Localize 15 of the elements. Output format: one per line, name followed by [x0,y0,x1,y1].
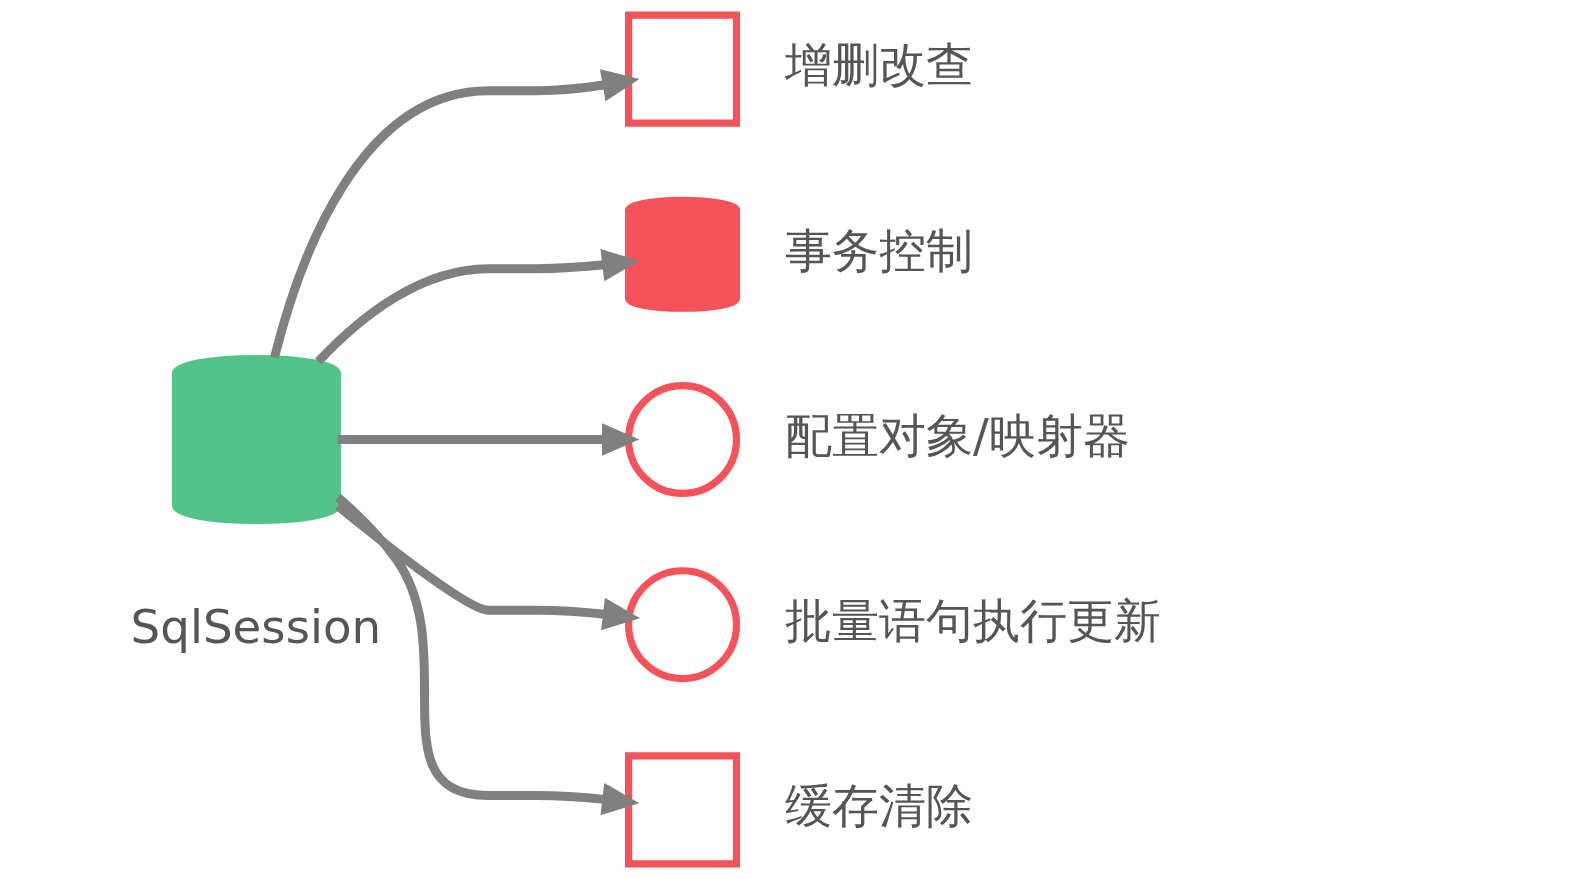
node-box [625,752,741,868]
arrow [337,423,640,456]
node-label: 增删改查 [785,38,974,93]
node-box [625,11,741,127]
node-label: 缓存清除 [785,779,974,834]
node-label: SqlSession [130,600,382,655]
arrow [270,69,640,359]
node-label: 配置对象/映射器 [785,408,1130,463]
arrow [335,502,641,631]
node-circle [625,381,741,498]
arrow [315,248,640,365]
node-label: 批量语句执行更新 [785,593,1162,648]
node-label: 事务控制 [785,223,974,278]
node-circle [625,567,741,683]
arrow [335,494,640,816]
